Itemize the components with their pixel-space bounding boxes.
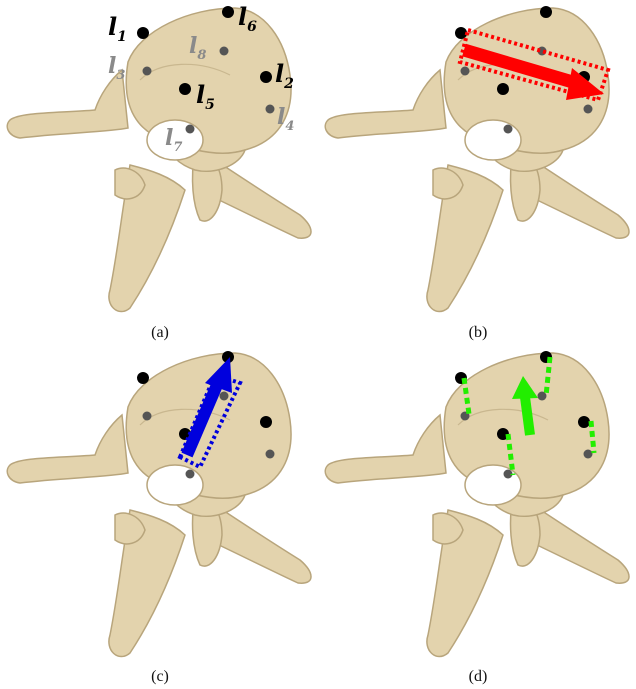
caption-a: (a) [130,324,190,342]
left-transverse-process [7,70,128,138]
label-l3: l3 [108,53,125,83]
vertebral-foramen [147,465,203,505]
landmark-point-l5 [497,83,509,95]
landmark-point-l8 [220,392,229,401]
landmark-point-l4 [266,105,275,114]
panel-c: (c) [0,345,318,689]
left-transverse-process [325,70,446,138]
vertebra-illustration-a: l1 l6 l8 l3 l2 l5 l4 l7 [0,0,318,344]
landmark-point-l4 [266,450,275,459]
caption-b: (b) [448,324,508,342]
caption-d: (d) [448,668,508,686]
panel-a: l1 l6 l8 l3 l2 l5 l4 l7 (a) [0,0,318,344]
left-transverse-process [325,415,446,483]
landmark-point-l3 [143,412,152,421]
landmark-point-l4 [584,105,593,114]
panel-b: (b) [318,0,636,344]
vertebra [7,353,311,657]
vertebral-foramen [465,120,521,160]
arrow-green-shaft [525,397,530,435]
vertebra [7,8,311,312]
landmark-point-l8 [220,47,229,56]
landmark-point-l5 [179,83,191,95]
panel-d: (d) [318,345,636,689]
vertebra-illustration-d [318,345,636,689]
landmark-point-l2 [260,71,272,83]
left-transverse-process [7,415,128,483]
landmark-point-l7 [504,125,513,134]
caption-c: (c) [130,668,190,686]
landmark-point-l6 [222,6,234,18]
landmark-point-l6 [540,6,552,18]
landmark-point-l7 [186,470,195,479]
label-l1: l1 [108,12,127,45]
vertebral-foramen [465,465,521,505]
landmark-point-l8 [538,392,547,401]
label-l6: l6 [238,2,257,35]
landmark-point-l1 [137,372,149,384]
landmark-point-l2 [260,416,272,428]
landmark-point-l7 [186,125,195,134]
vertebra-illustration-b [318,0,636,344]
vertebra-illustration-c [0,345,318,689]
landmark-point-l4 [584,450,593,459]
vertebra [325,353,629,657]
landmark-point-l2 [578,416,590,428]
landmark-point-l3 [143,67,152,76]
landmark-point-l3 [461,67,470,76]
landmark-point-l1 [137,27,149,39]
